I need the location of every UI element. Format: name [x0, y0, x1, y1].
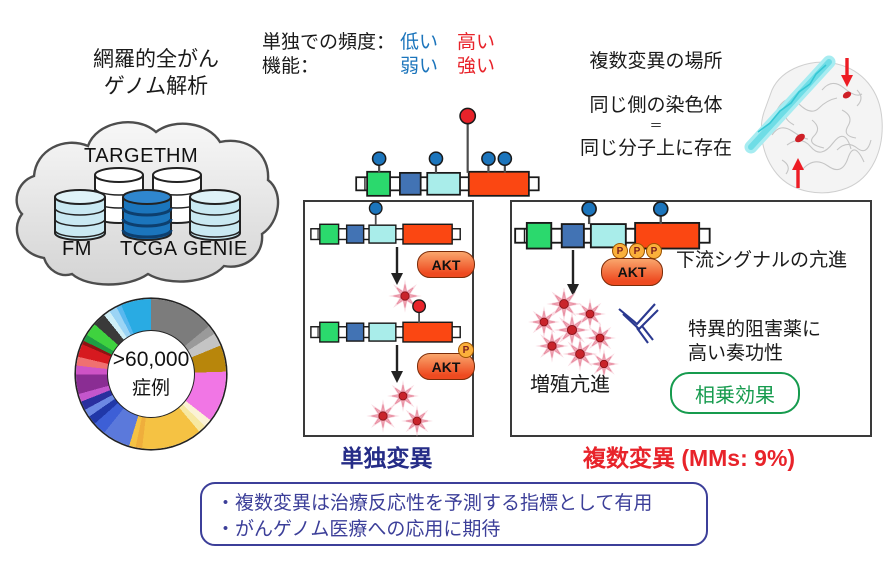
conclusion-line2: ・がんゲノム医療への応用に期待: [216, 518, 501, 540]
gene-diagram-multi: [514, 201, 711, 250]
mutation-site-dot: [842, 91, 852, 99]
red-lollipop-icon: [412, 299, 427, 314]
antibody-icon: [618, 303, 659, 344]
inhibitor-response-text: 特異的阻害薬に 高い奏功性: [688, 318, 821, 366]
phospho-badge: P: [612, 243, 628, 259]
legend-frequency-label: 単独での頻度：: [262, 32, 396, 53]
protein-structure-illustration: [744, 55, 883, 194]
database-cylinder-genie: [189, 189, 241, 241]
down-arrow-icon: [567, 250, 579, 296]
cancer-cells-trio-icon: [366, 380, 434, 438]
donut-center-label: >60,000 症例: [107, 330, 195, 418]
inhibitor-response-line1: 特異的阻害薬に: [688, 319, 822, 340]
downstream-signal-text: 下流シグナルの亢進: [676, 250, 848, 271]
cloud-database-illustration: [15, 121, 280, 286]
db-label-tcga: TCGA: [120, 238, 178, 260]
conclusion-note-box: ・複数変異は治療反応性を予測する指標として有用 ・がんゲノム医療への応用に期待: [200, 482, 708, 546]
red-lollipop-icon: [459, 107, 477, 125]
proliferation-text: 増殖亢進: [530, 374, 610, 396]
donut-chart: >60,000 症例: [76, 299, 226, 449]
database-cylinder-fm: [54, 189, 106, 241]
blue-lollipop-icon: [581, 201, 597, 217]
blue-lollipop-icon: [371, 151, 387, 166]
case-count: >60,000: [112, 348, 190, 371]
legend-function-strong: 強い: [457, 56, 496, 77]
akt-protein-pill: AKT: [417, 251, 475, 278]
blue-lollipop-icon: [481, 151, 496, 166]
gene-lollipop-diagram: [355, 107, 540, 197]
down-arrow-icon: [391, 345, 403, 383]
legend-function-weak: 弱い: [400, 56, 439, 77]
blue-lollipop-icon: [368, 201, 383, 216]
mutation-location-heading: 複数変異の場所: [589, 51, 723, 72]
phospho-badge: P: [458, 342, 474, 358]
db-label-fm: FM: [62, 238, 92, 260]
analysis-title-line1: 網羅的全がん: [93, 48, 219, 71]
case-count-unit: 症例: [131, 378, 170, 399]
legend-function-label: 機能：: [262, 56, 320, 77]
blue-lollipop-icon: [497, 151, 513, 166]
db-label-genie: GENIE: [183, 238, 248, 260]
mutation-location-line2: 同じ分子上に存在: [579, 138, 732, 159]
legend-frequency-low: 低い: [400, 32, 439, 53]
database-cylinder-tcga: [121, 189, 173, 241]
conclusion-line1: ・複数変異は治療反応性を予測する指標として有用: [216, 493, 653, 514]
db-label-target: TARGET: [84, 145, 167, 167]
inhibitor-response-line2: 高い奏功性: [688, 343, 784, 365]
down-arrow-icon: [391, 247, 403, 285]
blue-lollipop-icon: [652, 201, 669, 217]
synergy-effect-badge: 相乗効果: [670, 372, 800, 414]
analysis-title: 網羅的全がん ゲノム解析: [62, 46, 250, 101]
equals-sign: ＝: [649, 118, 663, 133]
gene-diagram-single-1: [310, 201, 461, 245]
mutation-location-line1: 同じ側の染色体: [589, 95, 723, 116]
mutation-location-note: 複数変異の場所 同じ側の染色体 ＝ 同じ分子上に存在: [556, 46, 756, 160]
gene-diagram-single-2: [310, 299, 461, 343]
analysis-title-line2: ゲノム解析: [103, 75, 209, 99]
mutation-site-dot: [795, 133, 805, 143]
red-arrow-down-icon: [841, 58, 853, 87]
legend-frequency-high: 高い: [457, 32, 496, 53]
red-arrow-up-icon: [792, 158, 804, 188]
blue-lollipop-icon: [428, 151, 444, 166]
phospho-badge: P: [629, 243, 645, 259]
phospho-badge: P: [646, 243, 662, 259]
db-label-hm: HM: [166, 145, 199, 167]
phospho-badge-row: P P P: [612, 243, 662, 259]
mutation-legend: 単独での頻度： 低い 高い 機能： 弱い 強い: [262, 31, 519, 78]
akt-protein-pill: AKT: [601, 258, 663, 286]
single-mutation-caption: 単独変異: [340, 445, 433, 471]
multiple-mutation-caption: 複数変異 (MMs: 9%): [582, 445, 796, 471]
